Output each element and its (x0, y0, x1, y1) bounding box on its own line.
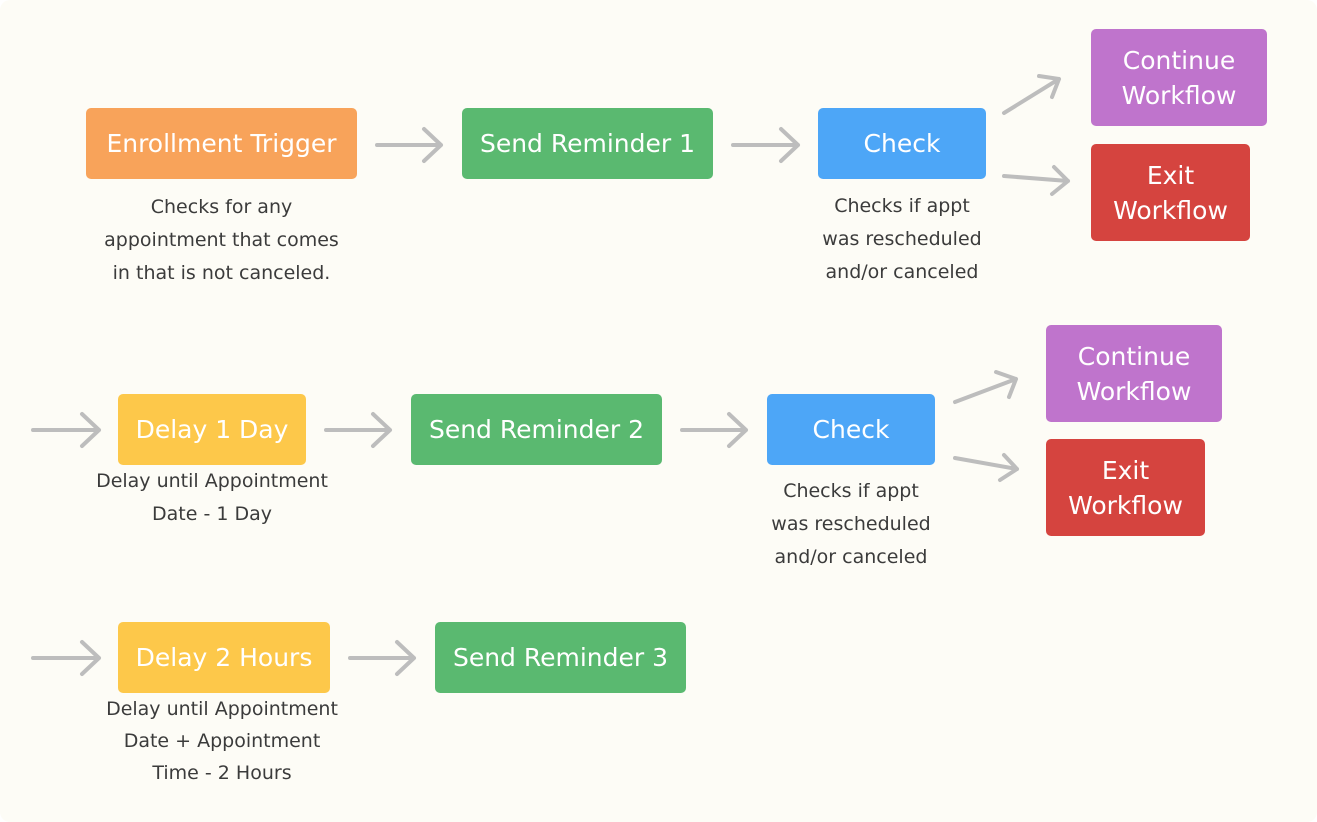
continue-workflow-1-node[interactable]: Continue Workflow (1091, 29, 1267, 126)
check-1-label: Check (863, 129, 941, 158)
enrollment-trigger-node[interactable]: Enrollment Trigger (86, 108, 357, 179)
delay-2-hours-label: Delay 2 Hours (135, 643, 313, 672)
check-2-description: Checks if appt was rescheduled and/or ca… (771, 480, 931, 568)
arrow-reminder-1-to-check (731, 127, 800, 163)
exit-workflow-1-node[interactable]: Exit Workflow (1091, 144, 1250, 241)
arrow-delay-2-hours-to-reminder-3 (348, 640, 416, 676)
send-reminder-3-node[interactable]: Send Reminder 3 (435, 622, 686, 693)
delay-1-day-description: Delay until Appointment Date - 1 Day (96, 470, 328, 525)
arrow-check-2-to-continue (953, 370, 1018, 404)
delay-1-day-node[interactable]: Delay 1 Day (118, 394, 306, 465)
check-1-description: Checks if appt was rescheduled and/or ca… (822, 195, 982, 283)
enrollment-trigger-label: Enrollment Trigger (106, 129, 337, 158)
check-2-label: Check (812, 415, 890, 444)
enrollment-trigger-description: Checks for any appointment that comes in… (104, 196, 339, 284)
arrow-delay-1-day-to-reminder-2 (324, 412, 392, 448)
exit-workflow-1-label: Exit Workflow (1113, 160, 1228, 225)
arrow-trigger-to-reminder-1 (375, 127, 443, 163)
arrow-check-1-to-exit (1002, 165, 1070, 196)
arrow-check-1-to-continue (1002, 74, 1061, 115)
send-reminder-2-node[interactable]: Send Reminder 2 (411, 394, 662, 465)
delay-1-day-label: Delay 1 Day (135, 415, 289, 444)
continue-workflow-2-label: Continue Workflow (1076, 341, 1192, 406)
send-reminder-2-label: Send Reminder 2 (428, 415, 645, 444)
arrow-check-2-to-exit (953, 453, 1019, 482)
check-1-node[interactable]: Check (818, 108, 986, 179)
delay-2-hours-node[interactable]: Delay 2 Hours (118, 622, 330, 693)
arrow-into-delay-1-day (31, 412, 101, 448)
continue-workflow-1-label: Continue Workflow (1121, 45, 1237, 110)
send-reminder-1-node[interactable]: Send Reminder 1 (462, 108, 713, 179)
exit-workflow-2-label: Exit Workflow (1068, 455, 1183, 520)
delay-2-hours-description: Delay until Appointment Date + Appointme… (106, 698, 338, 784)
continue-workflow-2-node[interactable]: Continue Workflow (1046, 325, 1222, 422)
arrow-reminder-2-to-check (680, 412, 748, 448)
exit-workflow-2-node[interactable]: Exit Workflow (1046, 439, 1205, 536)
send-reminder-3-label: Send Reminder 3 (452, 643, 669, 672)
send-reminder-1-label: Send Reminder 1 (479, 129, 696, 158)
arrow-into-delay-2-hours (31, 640, 101, 676)
check-2-node[interactable]: Check (767, 394, 935, 465)
